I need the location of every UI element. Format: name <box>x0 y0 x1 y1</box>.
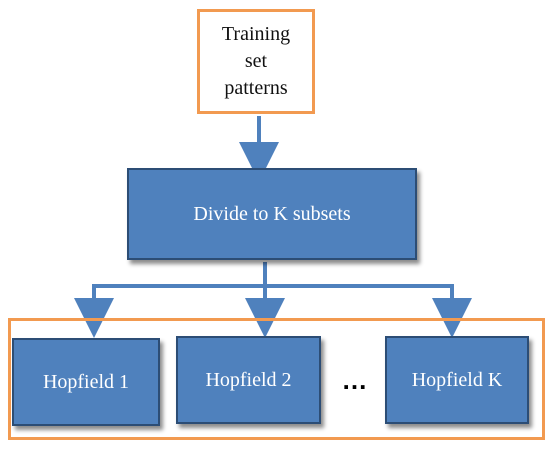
hopfield-1-label: Hopfield 1 <box>42 370 130 393</box>
hopfield-2-label: Hopfield 2 <box>205 368 292 391</box>
divide-subsets-label: Divide to K subsets <box>193 202 351 225</box>
ellipsis-text: … <box>341 364 369 395</box>
hopfield-group-frame <box>8 318 545 440</box>
hopfield-k-box: Hopfield K <box>385 336 529 424</box>
hopfield-k-label: Hopfield K <box>411 368 503 391</box>
training-set-label: Training set patterns <box>221 23 291 99</box>
training-set-box: Training set patterns <box>197 9 315 114</box>
divide-subsets-box: Divide to K subsets <box>127 168 417 260</box>
hopfield-2-box: Hopfield 2 <box>176 336 321 424</box>
hopfield-1-box: Hopfield 1 <box>12 338 160 426</box>
